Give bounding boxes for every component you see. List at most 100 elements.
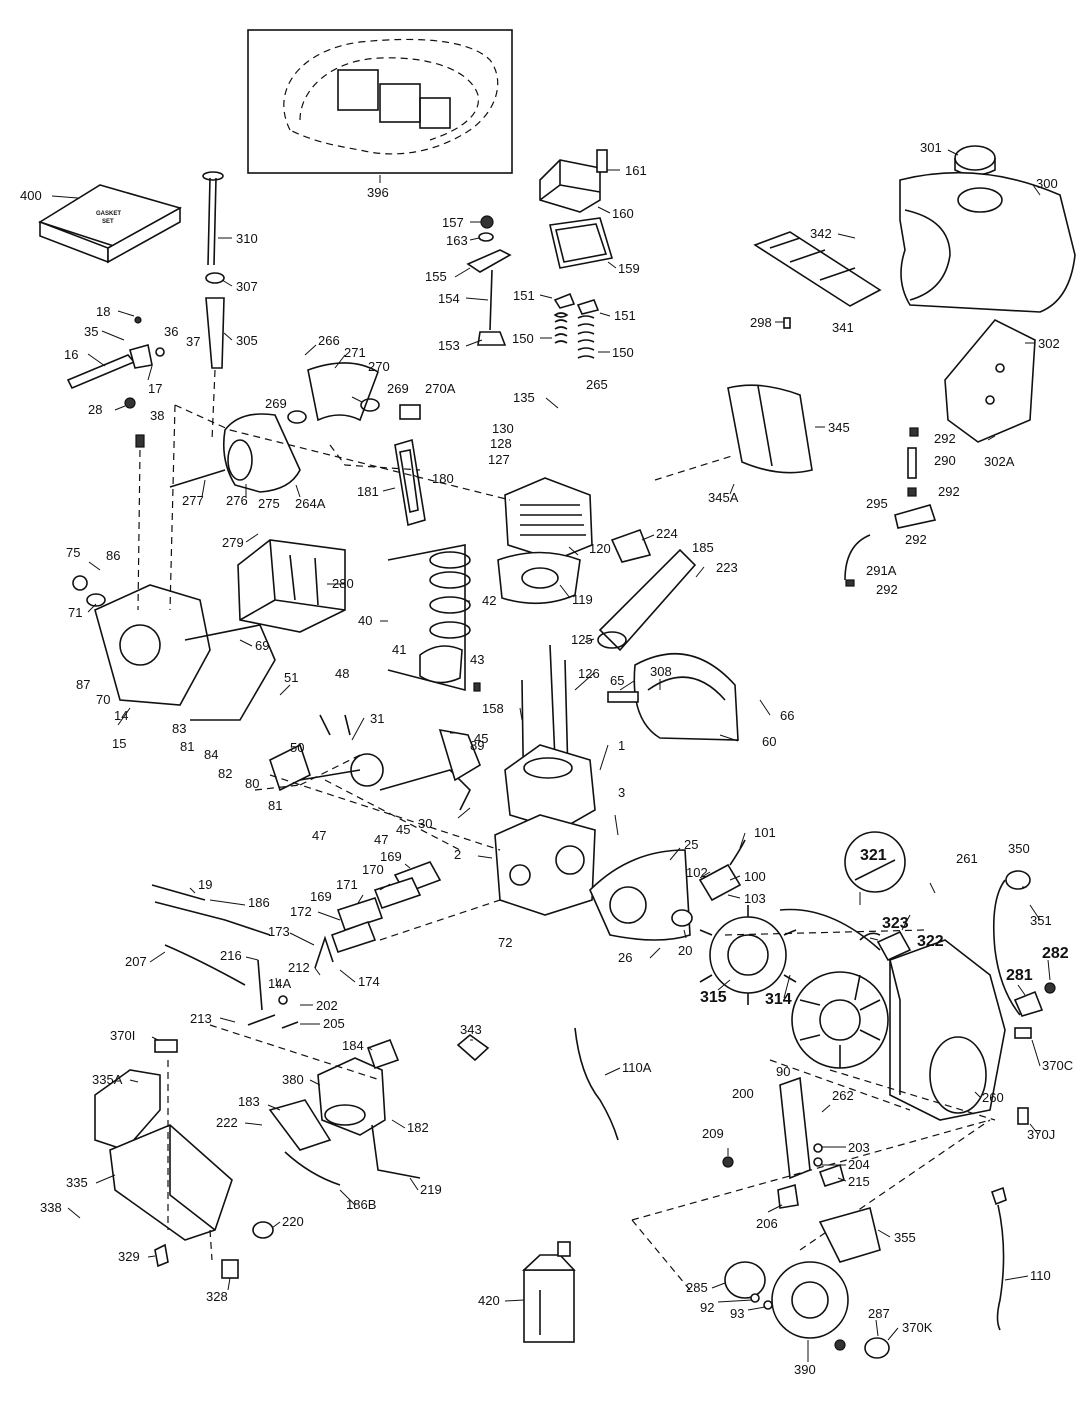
control-bracket bbox=[722, 1076, 845, 1209]
gasket-set-box: GASKET SET bbox=[38, 184, 182, 264]
callout-158: 158 bbox=[482, 701, 504, 716]
callout-150-left: 150 bbox=[512, 331, 534, 346]
callout-69: 69 bbox=[255, 638, 269, 653]
callout-151-right: 151 bbox=[614, 308, 636, 323]
blower-housing-back bbox=[589, 849, 693, 941]
callout-295: 295 bbox=[866, 496, 888, 511]
callout-269-left: 269 bbox=[265, 396, 287, 411]
crankcase-block-view bbox=[237, 539, 346, 633]
callout-170: 170 bbox=[362, 862, 384, 877]
carburetor bbox=[268, 1038, 421, 1186]
callout-260: 260 bbox=[982, 1090, 1004, 1105]
callout-213: 213 bbox=[190, 1011, 212, 1026]
callout-280: 280 bbox=[332, 576, 354, 591]
callout-37: 37 bbox=[186, 334, 200, 349]
primer-bulb-and-wire bbox=[456, 1027, 619, 1141]
callout-42: 42 bbox=[482, 593, 496, 608]
callout-41: 41 bbox=[392, 642, 406, 657]
callout-305: 305 bbox=[236, 333, 258, 348]
callout-209: 209 bbox=[702, 1126, 724, 1141]
callout-219: 219 bbox=[420, 1182, 442, 1197]
callout-282: 282 bbox=[1042, 945, 1069, 962]
wire-connector bbox=[859, 930, 912, 962]
callout-335A: 335A bbox=[92, 1072, 123, 1087]
callout-262: 262 bbox=[832, 1088, 854, 1103]
callout-80: 80 bbox=[245, 776, 259, 791]
callout-185: 185 bbox=[692, 540, 714, 555]
callout-351: 351 bbox=[1030, 913, 1052, 928]
key-switch-wire bbox=[992, 870, 1031, 1016]
callout-157: 157 bbox=[442, 215, 464, 230]
air-cleaner-base bbox=[94, 1039, 274, 1279]
callout-150-right: 150 bbox=[612, 345, 634, 360]
callout-101: 101 bbox=[754, 825, 776, 840]
callout-1: 1 bbox=[618, 738, 625, 753]
callout-15: 15 bbox=[112, 736, 126, 751]
oil-bottle bbox=[521, 1241, 576, 1343]
callout-103: 103 bbox=[744, 891, 766, 906]
callout-341: 341 bbox=[832, 320, 854, 335]
callout-128: 128 bbox=[490, 436, 512, 451]
callout-127: 127 bbox=[488, 452, 510, 467]
callout-342: 342 bbox=[810, 226, 832, 241]
callout-28: 28 bbox=[88, 402, 102, 417]
callout-291A: 291A bbox=[866, 563, 897, 578]
callout-151-left: 151 bbox=[513, 288, 535, 303]
crankshaft bbox=[269, 714, 481, 811]
side-shields bbox=[727, 319, 1036, 474]
callout-163: 163 bbox=[446, 233, 468, 248]
callout-265: 265 bbox=[586, 377, 608, 392]
callout-86: 86 bbox=[106, 548, 120, 563]
part-graphics: GASKET SET bbox=[38, 29, 1076, 1359]
callout-135: 135 bbox=[513, 390, 535, 405]
ground-wire bbox=[990, 1186, 1007, 1331]
callout-154: 154 bbox=[438, 291, 460, 306]
callout-81-left: 81 bbox=[180, 739, 194, 754]
callout-270A: 270A bbox=[425, 381, 456, 396]
alignment-lines bbox=[137, 369, 996, 1121]
callout-60: 60 bbox=[762, 734, 776, 749]
detail-circle-321 bbox=[844, 831, 906, 905]
callout-35: 35 bbox=[84, 324, 98, 339]
tank-bracket bbox=[753, 231, 882, 329]
callout-14: 14 bbox=[114, 708, 128, 723]
callout-174: 174 bbox=[358, 974, 380, 989]
callout-292-b: 292 bbox=[938, 484, 960, 499]
callout-343: 343 bbox=[460, 1022, 482, 1037]
callout-390: 390 bbox=[794, 1362, 816, 1377]
crankcase-cover bbox=[72, 575, 276, 721]
callout-396: 396 bbox=[367, 185, 389, 200]
callout-206: 206 bbox=[756, 1216, 778, 1231]
callout-45-lower: 45 bbox=[396, 822, 410, 837]
cylinder-block bbox=[494, 744, 596, 916]
carb-spacers bbox=[151, 861, 442, 969]
callout-269-right: 269 bbox=[387, 381, 409, 396]
callout-370I: 370I bbox=[110, 1028, 135, 1043]
callout-314: 314 bbox=[765, 991, 792, 1008]
callout-171: 171 bbox=[336, 877, 358, 892]
callout-223: 223 bbox=[716, 560, 738, 575]
callout-153: 153 bbox=[438, 338, 460, 353]
callout-160: 160 bbox=[612, 206, 634, 221]
fuel-tank bbox=[899, 145, 1076, 313]
callout-204: 204 bbox=[848, 1157, 870, 1172]
callout-72: 72 bbox=[498, 935, 512, 950]
callout-292-c: 292 bbox=[905, 532, 927, 547]
callout-120: 120 bbox=[589, 541, 611, 556]
callout-400: 400 bbox=[20, 188, 42, 203]
callout-203: 203 bbox=[848, 1140, 870, 1155]
callout-281: 281 bbox=[1006, 967, 1033, 984]
callout-290: 290 bbox=[934, 453, 956, 468]
callout-420: 420 bbox=[478, 1293, 500, 1308]
callout-224: 224 bbox=[656, 526, 678, 541]
callout-18: 18 bbox=[96, 304, 110, 319]
callout-301: 301 bbox=[920, 140, 942, 155]
callout-266: 266 bbox=[318, 333, 340, 348]
piston-rings bbox=[387, 544, 481, 692]
dipstick bbox=[202, 171, 225, 369]
callout-328: 328 bbox=[206, 1289, 228, 1304]
callout-287: 287 bbox=[868, 1306, 890, 1321]
callout-277: 277 bbox=[182, 493, 204, 508]
callout-83: 83 bbox=[172, 721, 186, 736]
